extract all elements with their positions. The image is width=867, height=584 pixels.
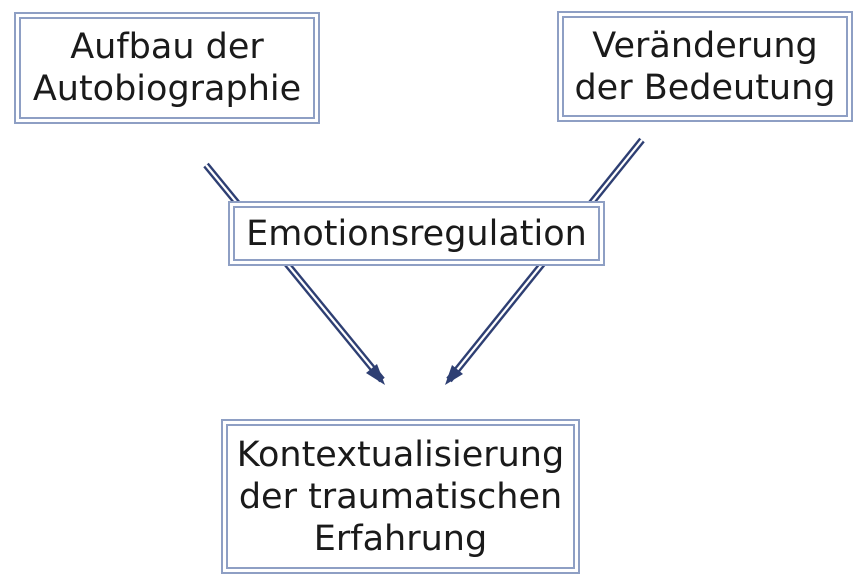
node-contextualization: Kontextualisierung der traumatischen Erf…: [221, 419, 580, 574]
node-context-line-3: Erfahrung: [313, 518, 488, 559]
node-meaning-line-2: der Bedeutung: [574, 67, 836, 108]
arrow-autobiography-to-context: [203, 162, 385, 385]
node-meaning-line-1: Veränderung: [592, 25, 818, 66]
node-autobiography-line-2: Autobiographie: [32, 69, 302, 109]
node-context-line-1: Kontextualisierung: [236, 434, 565, 475]
arrowhead-right: [445, 365, 463, 385]
arrowhead-left: [366, 364, 385, 385]
node-autobiography: Aufbau der Autobiographie: [14, 12, 320, 124]
node-meaning: Veränderung der Bedeutung: [557, 11, 853, 122]
node-context-line-2: der traumatischen: [238, 476, 563, 517]
node-emotion-regulation: Emotionsregulation: [228, 201, 605, 266]
node-emotion-line-1: Emotionsregulation: [246, 213, 587, 254]
node-autobiography-line-1: Aufbau der: [70, 27, 264, 67]
